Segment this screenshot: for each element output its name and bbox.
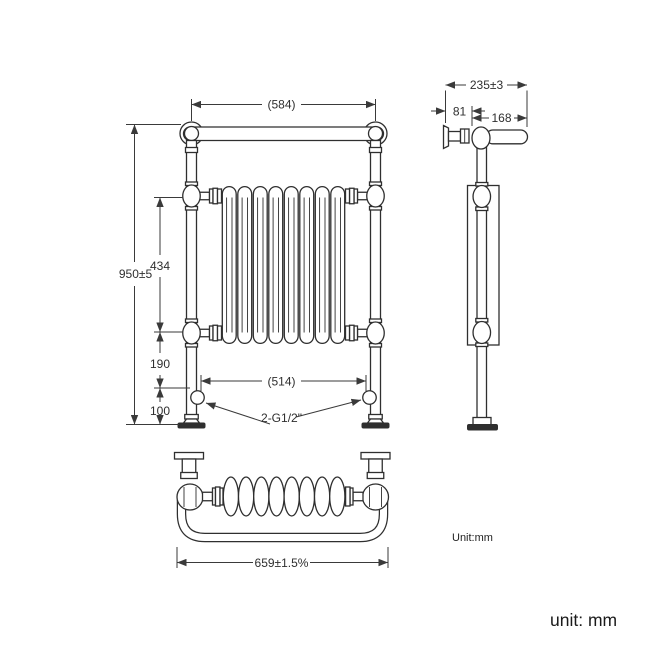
- wall-pipe-side: [447, 130, 462, 142]
- wall-bracket-plan-right: [360, 451, 391, 480]
- dim-side-rail-length: 168: [491, 111, 511, 125]
- wall-bracket-plan-left: [173, 451, 205, 480]
- post-collar-left: [184, 146, 199, 154]
- radiator-columns: [221, 185, 346, 345]
- rail-loop-fill: [178, 500, 387, 541]
- plan-view: [173, 451, 391, 543]
- foot-left: [177, 413, 206, 429]
- top-rail: [182, 126, 385, 142]
- inlet-left: [190, 390, 205, 405]
- front-view: [177, 121, 390, 429]
- ball-joint-plan-left: [176, 483, 204, 511]
- ball-joint-front-tl: [182, 181, 201, 211]
- side-view: [442, 124, 529, 431]
- dim-front-bottom-section: 190: [150, 357, 170, 371]
- plan-dimensions: 659±1.5%: [176, 547, 389, 570]
- dim-front-foot-height: 100: [150, 404, 170, 418]
- dim-front-valve-spec: 2-G1/2": [261, 411, 302, 425]
- ball-joint-plan-right: [361, 483, 390, 511]
- front-dimensions: (584) 950±5 434 190 100 (514) 2-G1/2": [119, 98, 376, 425]
- valve-plan-right: [341, 486, 364, 507]
- wall-flange-side: [442, 124, 450, 150]
- dim-front-radiator-height: 434: [150, 259, 170, 273]
- foot-right: [361, 413, 390, 429]
- rail-end-cap-left: [183, 125, 200, 142]
- dim-plan-overall-width: 659±1.5%: [255, 556, 309, 570]
- unit-note-small: Unit:mm: [452, 532, 493, 544]
- rail-end-cap-right: [367, 125, 384, 142]
- dim-side-wall-offset: 81: [453, 105, 467, 119]
- dim-front-top-width: (584): [267, 98, 295, 112]
- valve-plan-left: [201, 486, 224, 507]
- rail-side: [485, 129, 529, 145]
- ball-joint-front-tr: [366, 181, 385, 211]
- dim-front-overall-height: 950±5: [119, 267, 153, 281]
- ball-joint-front-br: [366, 318, 385, 348]
- foot-base-side: [467, 424, 498, 431]
- elbow-side: [471, 126, 491, 150]
- unit-note-large: unit: mm: [550, 610, 617, 630]
- inlet-right: [362, 390, 377, 405]
- radiator-plan-sections: [222, 476, 346, 517]
- ball-joint-front-bl: [182, 318, 201, 348]
- foot-collar-side: [472, 416, 492, 426]
- dim-front-valve-span: (514): [267, 375, 295, 389]
- dim-side-depth: 235±3: [470, 78, 504, 92]
- side-dimensions: 235±3 81 168: [431, 78, 528, 127]
- post-collar-right: [368, 146, 383, 154]
